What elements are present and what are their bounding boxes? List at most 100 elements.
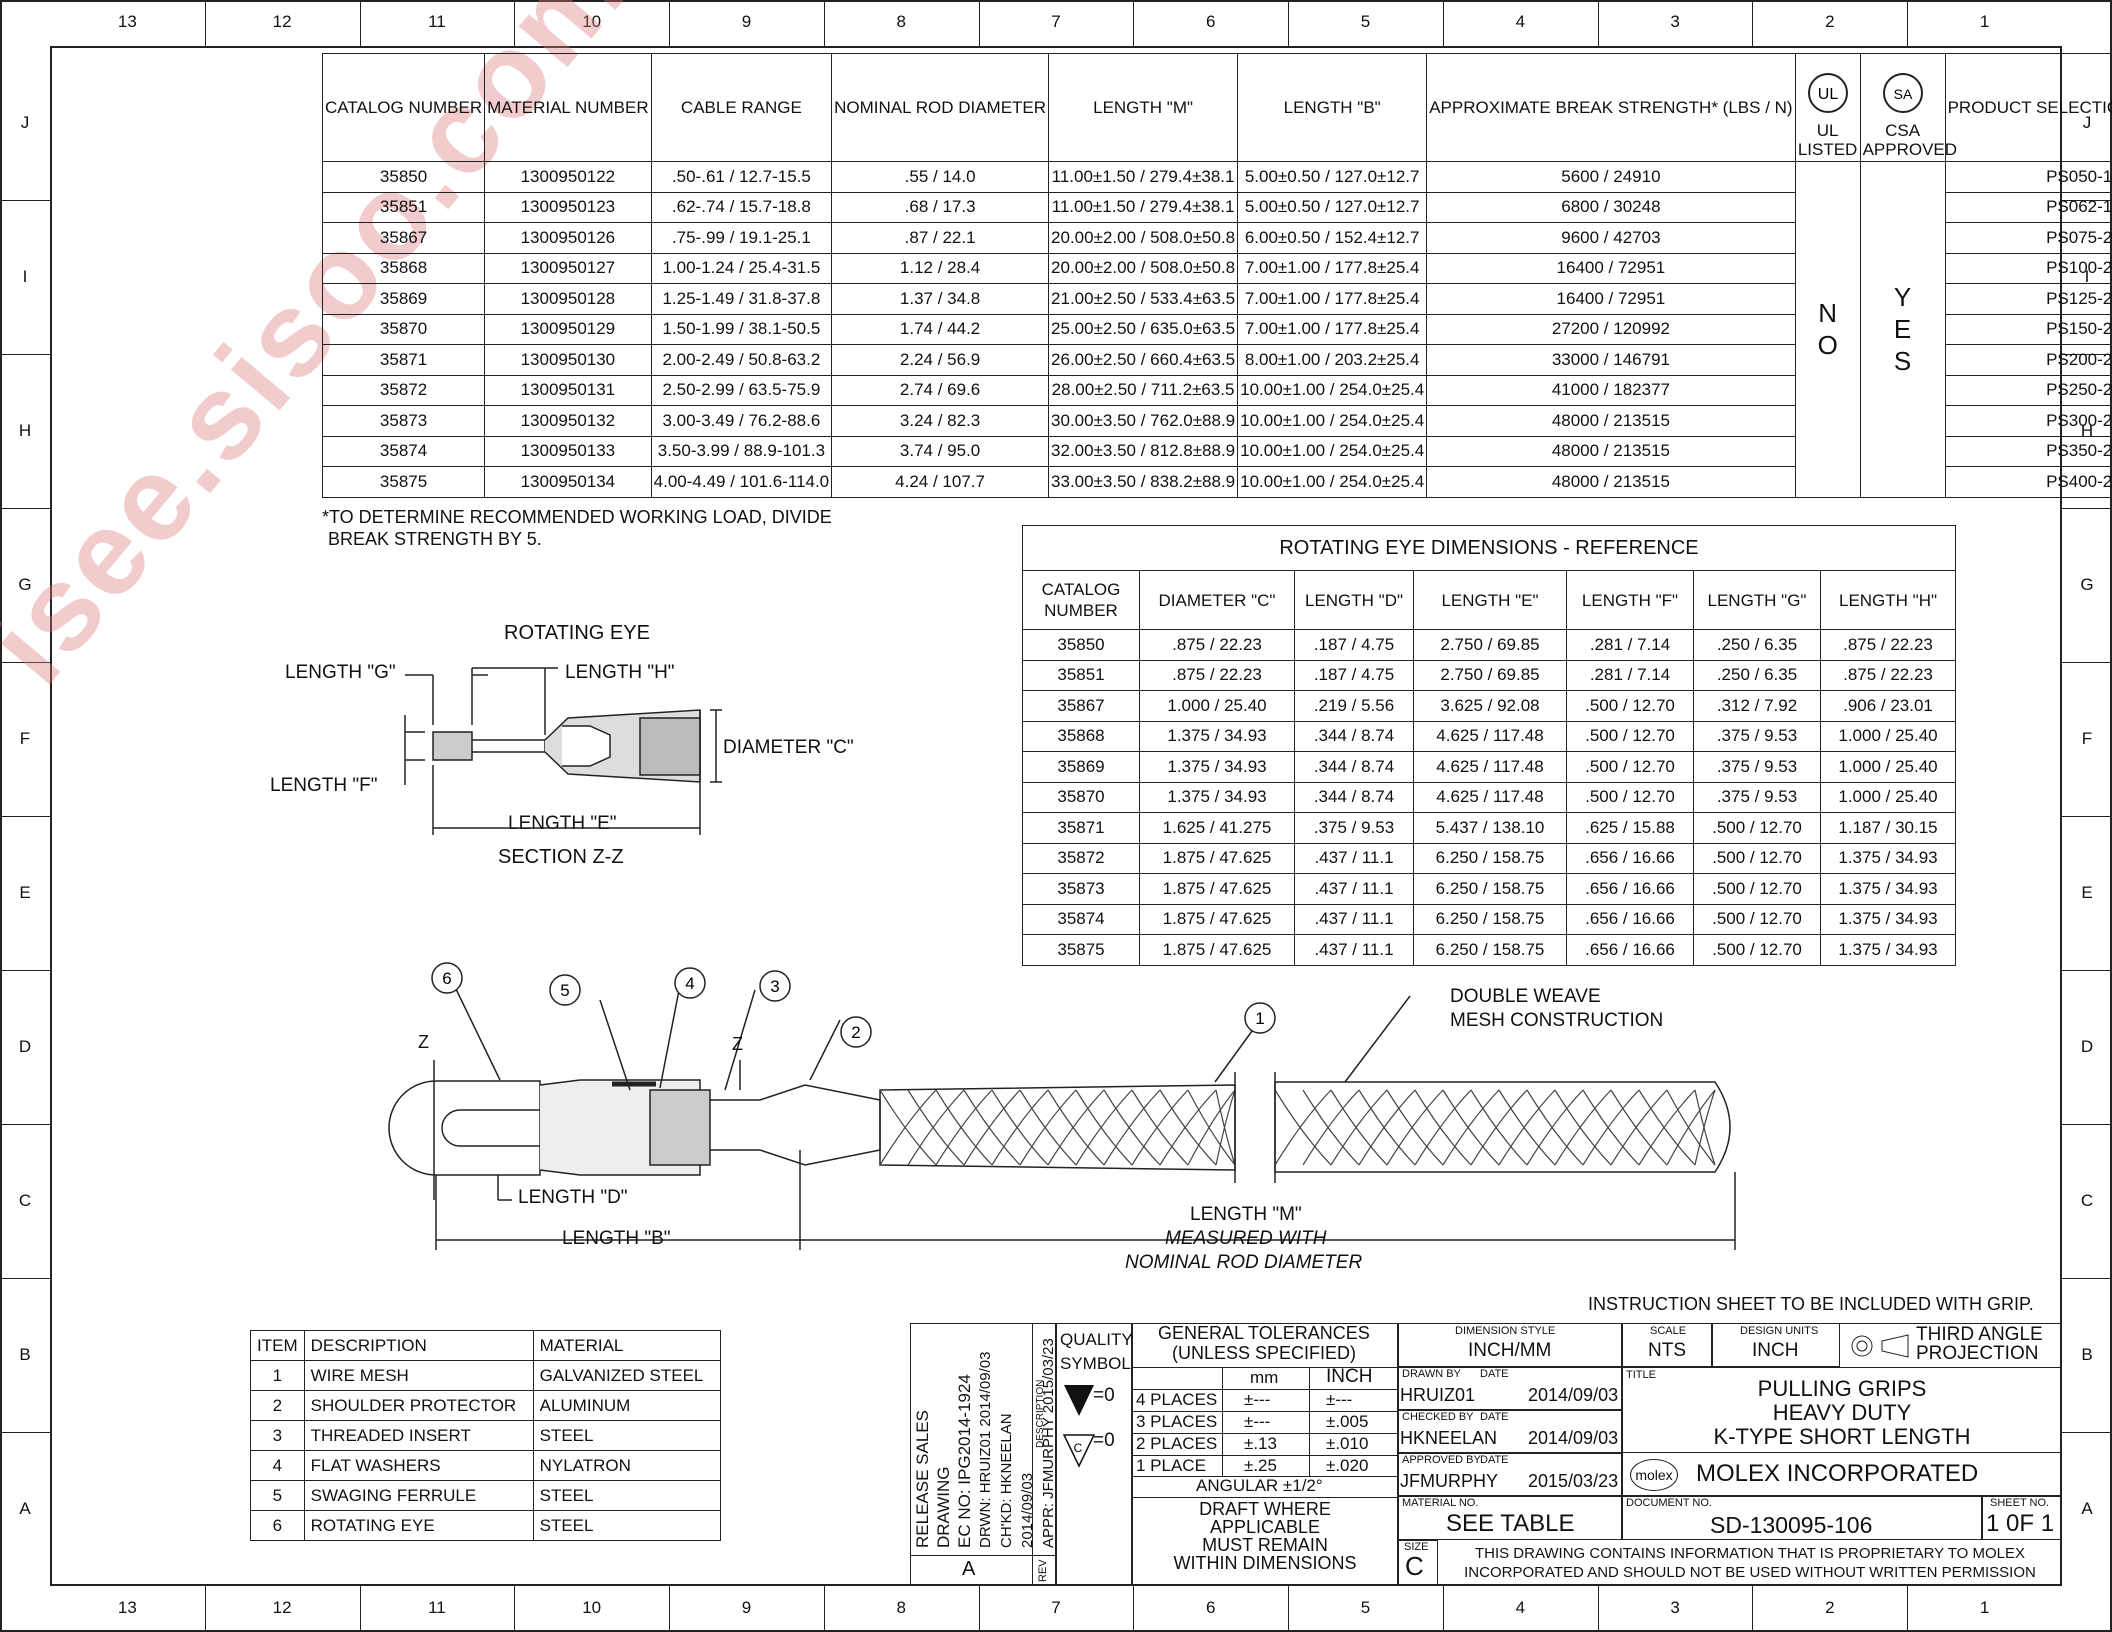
zone-row-H-left: H — [18, 421, 32, 440]
ref-cell: 35873 — [1022, 873, 1140, 905]
ref-cell: 1.375 / 34.93 — [1820, 873, 1956, 905]
catalog-cell: 10.00±1.00 / 254.0±25.4 — [1237, 466, 1428, 498]
catalog-cell: 6.00±0.50 / 152.4±12.7 — [1237, 222, 1428, 254]
tolerance-cell-value: ±.13 — [1244, 1434, 1277, 1453]
zone-tick — [0, 200, 50, 201]
zone-col-6-bottom: 6 — [1206, 1598, 1216, 1617]
csa-approved-text: Y E S — [1893, 282, 1912, 377]
catalog-cell: 10.00±1.00 / 254.0±25.4 — [1237, 374, 1428, 406]
ref-cell: .875 / 22.23 — [1139, 629, 1295, 661]
mesh-strand — [1582, 1089, 1640, 1166]
col-catalog-number: CATALOG NUMBER — [321, 53, 486, 162]
label-length-d: LENGTH "D" — [518, 1187, 628, 1208]
tolerance-inch-header: INCH — [1326, 1366, 1373, 1387]
zone-tick — [359, 1586, 361, 1632]
catalog-cell: .62-.74 / 15.7-18.8 — [650, 191, 833, 223]
mesh-strand — [1047, 1089, 1105, 1166]
catalog-cell: 16400 / 72951 — [1426, 252, 1796, 284]
draft-note-2: APPLICABLE — [1209, 1517, 1321, 1537]
catalog-cell: 11.00±1.50 / 279.4±38.1 — [1048, 191, 1239, 223]
size-value: C — [1405, 1551, 1424, 1581]
col-product-selection: PRODUCT SELECTION NUMBER — [1944, 53, 2112, 162]
zone-col-11-bottom: 11 — [428, 1598, 446, 1617]
tolerance-cell-value: ±.005 — [1326, 1412, 1369, 1431]
rotating-eye-title: ROTATING EYE — [504, 622, 650, 644]
ref-cell: 4.625 / 117.48 — [1413, 781, 1567, 813]
mesh-strand — [907, 1089, 965, 1166]
quality-symbol-inspect-value: =0 — [1093, 1430, 1115, 1451]
balloon-1 — [1244, 1002, 1276, 1034]
catalog-cell: 5600 / 24910 — [1426, 161, 1796, 193]
revision-description-label: DESCRIPTION — [1035, 1379, 1046, 1448]
title-line-1: PULLING GRIPS — [1757, 1376, 1927, 1401]
zone-col-9-bottom: 9 — [741, 1598, 752, 1617]
zone-col-10-top: 10 — [582, 12, 602, 31]
title-line-3: K-TYPE SHORT LENGTH — [1713, 1424, 1971, 1449]
design-units-label: DESIGN UNITS — [1740, 1325, 1819, 1337]
label-length-m: LENGTH "M" — [1190, 1204, 1302, 1225]
catalog-cell: 3.74 / 95.0 — [831, 435, 1050, 467]
ref-cell: 1.875 / 47.625 — [1139, 934, 1295, 966]
mesh-strand — [1386, 1089, 1444, 1166]
zone-tick — [2062, 1278, 2112, 1279]
balloon-number: 6 — [442, 969, 451, 988]
ul-listed-text: N O — [1817, 298, 1838, 361]
mesh-strand — [1442, 1089, 1500, 1166]
bom-header-description: DESCRIPTION — [303, 1330, 534, 1361]
section-label: SECTION Z-Z — [498, 846, 624, 868]
mesh-note-line-2: MESH CONSTRUCTION — [1450, 1010, 1664, 1031]
catalog-cell: 2.50-2.99 / 63.5-75.9 — [650, 374, 833, 406]
mesh-strand — [1103, 1089, 1161, 1166]
bom-cell: 5 — [250, 1480, 305, 1511]
zone-col-10-bottom: 10 — [582, 1598, 602, 1617]
catalog-cell: 35874 — [321, 435, 486, 467]
mesh-strand — [1019, 1089, 1077, 1166]
mesh-strand — [1386, 1089, 1444, 1166]
catalog-cell: 2.74 / 69.6 — [831, 374, 1050, 406]
mesh-strand — [1330, 1089, 1388, 1166]
balloon-number: 5 — [560, 981, 569, 1000]
ref-cell: .656 / 16.66 — [1566, 842, 1694, 874]
bom-cell: SWAGING FERRULE — [303, 1480, 534, 1511]
zone-row-A-right: A — [2081, 1499, 2093, 1518]
catalog-cell: 26.00±2.50 / 660.4±63.5 — [1048, 344, 1239, 376]
rotating-eye-reference-table: ROTATING EYE DIMENSIONS - REFERENCE CATA… — [1022, 525, 1956, 966]
col-csa-approved: SA CSA APPROVED — [1859, 53, 1957, 162]
catalog-cell: PS200-2 — [1944, 344, 2112, 376]
bom-cell: STEEL — [532, 1420, 721, 1451]
zone-tick — [2062, 1432, 2112, 1433]
balloon-4 — [674, 967, 706, 999]
tolerance-cell-value: 3 PLACES — [1136, 1412, 1218, 1431]
csa-logo-icon: SA — [1882, 73, 1923, 113]
ref-cell: .375 / 9.53 — [1693, 751, 1821, 783]
ref-cell: .500 / 12.70 — [1693, 934, 1821, 966]
ref-header: DIAMETER "C" — [1139, 570, 1295, 630]
zone-tick — [669, 0, 671, 46]
ref-cell: .875 / 22.23 — [1139, 659, 1295, 691]
zone-row-G-left: G — [18, 575, 32, 594]
ref-cell: 1.375 / 34.93 — [1820, 934, 1956, 966]
svg-text:UL: UL — [1817, 86, 1838, 103]
svg-text:SA: SA — [1893, 86, 1912, 102]
tolerance-mm-header: mm — [1250, 1368, 1279, 1387]
mesh-strand — [1554, 1089, 1612, 1166]
ref-cell: 1.625 / 41.275 — [1139, 812, 1295, 844]
zone-col-11-top: 11 — [428, 12, 446, 31]
ref-cell: .281 / 7.14 — [1566, 659, 1694, 691]
catalog-cell: PS400-2 — [1944, 466, 2112, 498]
zone-tick — [1907, 1586, 1909, 1632]
draft-note-4: WITHIN DIMENSIONS — [1173, 1553, 1357, 1573]
bom-cell: 4 — [250, 1450, 305, 1481]
draft-note-3: MUST REMAIN — [1202, 1535, 1328, 1555]
tolerance-cell-value: 1 PLACE — [1136, 1456, 1206, 1475]
approved-date: 2015/03/23 — [1528, 1471, 1619, 1491]
catalog-cell: PS062-1 — [1944, 191, 2112, 223]
zone-col-2-bottom: 2 — [1825, 1598, 1835, 1617]
catalog-cell: PS150-2 — [1944, 313, 2112, 345]
